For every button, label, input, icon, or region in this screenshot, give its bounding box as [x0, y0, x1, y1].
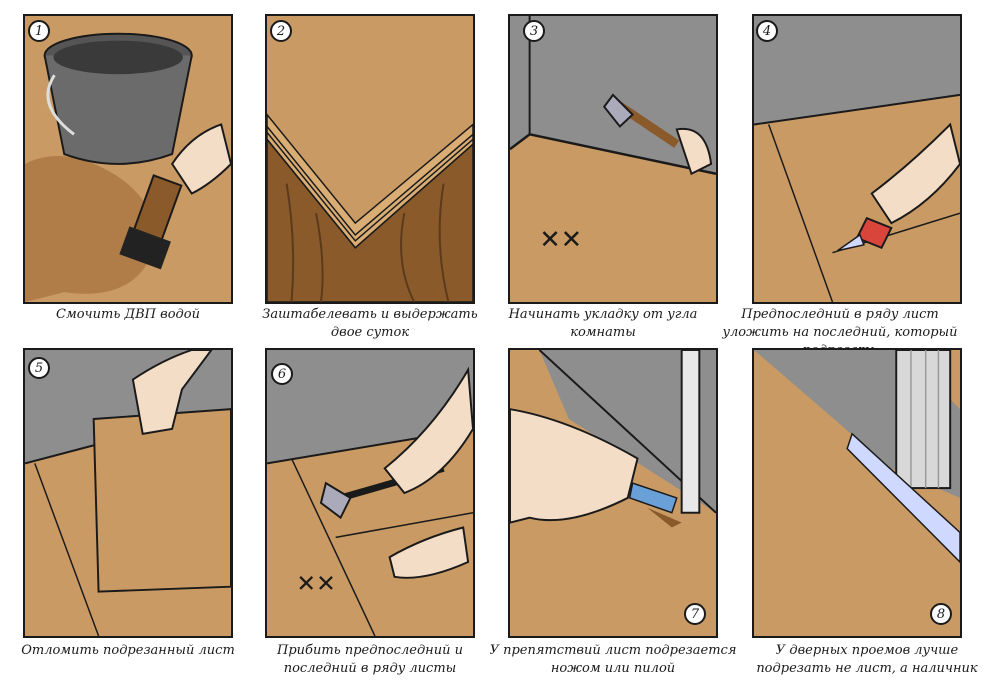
step-4-illustration: [752, 14, 962, 304]
step-5-illustration: [23, 348, 233, 638]
step-number-badge: 6: [271, 363, 293, 385]
step-number-badge: 2: [270, 20, 292, 42]
step-1-illustration: [23, 14, 233, 304]
step-number-badge: 4: [756, 20, 778, 42]
step-8-illustration: [752, 348, 962, 638]
step-caption: Отломить подрезанный лист: [21, 643, 235, 658]
step-7-illustration: [508, 348, 718, 638]
step-caption: Предпоследний в ряду лист уложить на пос…: [722, 307, 958, 358]
step-6-illustration: ✕✕: [265, 348, 475, 638]
step-caption: Начинать укладку от угла комнаты: [508, 307, 698, 340]
svg-text:✕✕: ✕✕: [539, 225, 582, 255]
step-2-illustration: [265, 14, 475, 304]
step-caption: Смочить ДВП водой: [56, 307, 200, 322]
step-number-badge: 3: [523, 20, 545, 42]
step-caption: У препятствий лист подрезается ножом или…: [489, 643, 737, 676]
step-caption: У дверных проемов лучше подрезать не лис…: [756, 643, 978, 676]
step-3-illustration: ✕✕: [508, 14, 718, 304]
step-caption: Прибить предпоследний и последний в ряду…: [276, 643, 463, 676]
step-caption: Заштабелевать и выдержать двое суток: [262, 307, 478, 340]
step-number-badge: 5: [28, 357, 50, 379]
step-number-badge: 1: [28, 20, 50, 42]
svg-text:✕✕: ✕✕: [296, 570, 335, 598]
step-number-badge: 7: [684, 603, 706, 625]
step-number-badge: 8: [930, 603, 952, 625]
